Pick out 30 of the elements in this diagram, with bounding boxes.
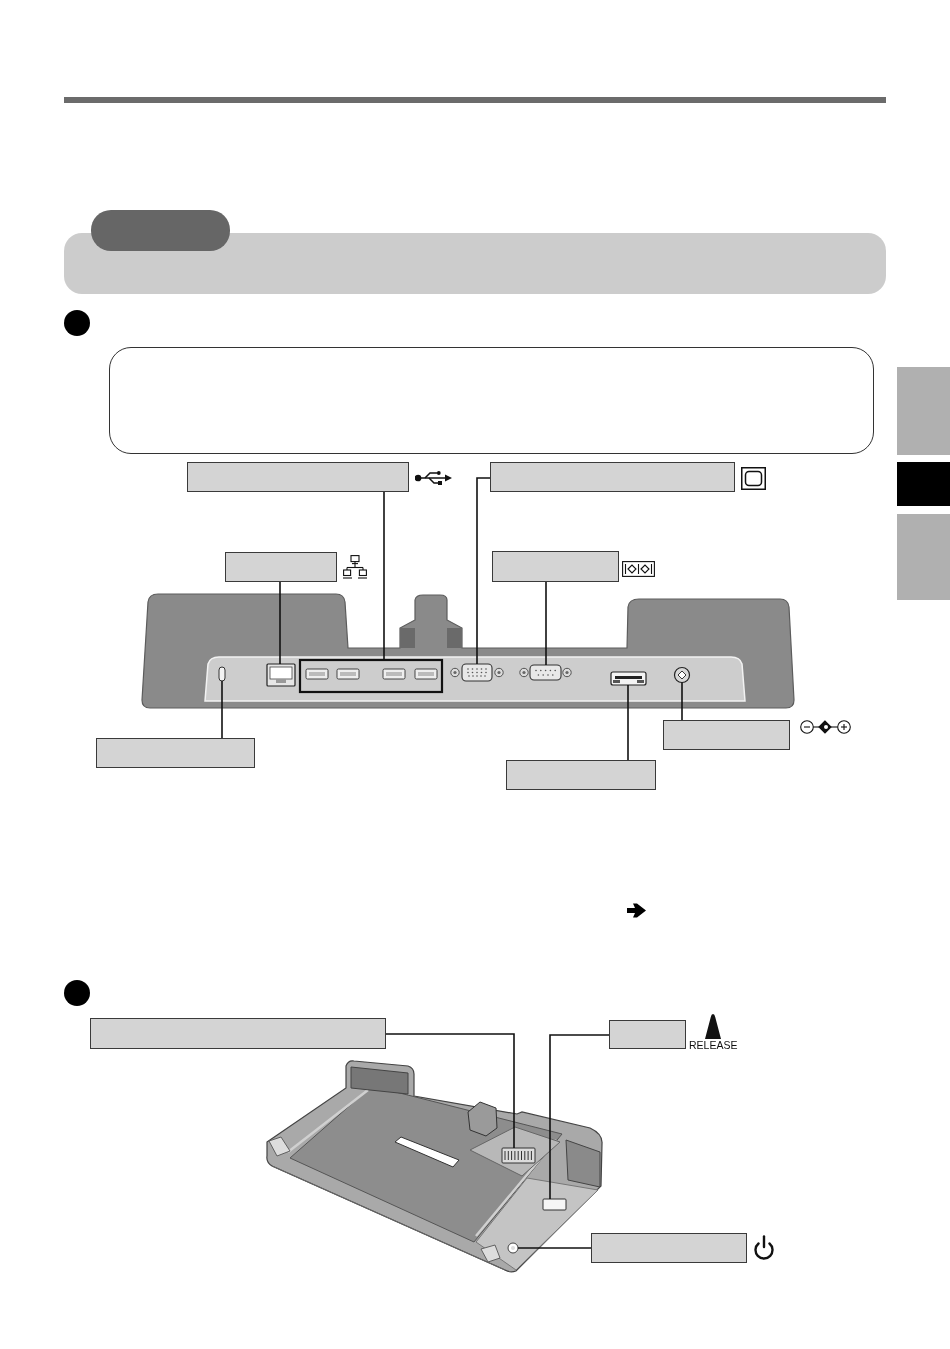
callout-box <box>609 1020 686 1049</box>
leader-line <box>627 684 629 761</box>
callout-box <box>591 1233 747 1263</box>
serial-port <box>529 664 562 681</box>
section-banner <box>64 233 886 294</box>
security-slot <box>218 666 226 682</box>
callout-box <box>506 760 656 790</box>
section-tab <box>91 210 230 251</box>
connector-port <box>610 671 647 686</box>
marking-text: RELEASE <box>689 1039 738 1051</box>
callout-box <box>96 738 255 768</box>
callout-box <box>187 462 409 492</box>
callout-box <box>225 552 337 582</box>
side-tab <box>897 367 950 455</box>
usb-port-group <box>298 658 444 694</box>
callout-box <box>663 720 790 750</box>
leader-line <box>681 681 683 721</box>
side-tab <box>897 514 950 600</box>
leader-line <box>476 477 491 665</box>
callout-box <box>490 462 735 492</box>
side-tab <box>897 462 950 506</box>
callout-box <box>492 551 619 582</box>
leader-line <box>545 581 547 666</box>
lan-port <box>266 663 296 687</box>
leader-line <box>383 491 385 661</box>
leader-line <box>279 581 281 665</box>
vga-port <box>461 663 493 682</box>
leader-line <box>221 680 223 739</box>
callout-box <box>90 1018 386 1049</box>
note-frame <box>109 347 874 454</box>
